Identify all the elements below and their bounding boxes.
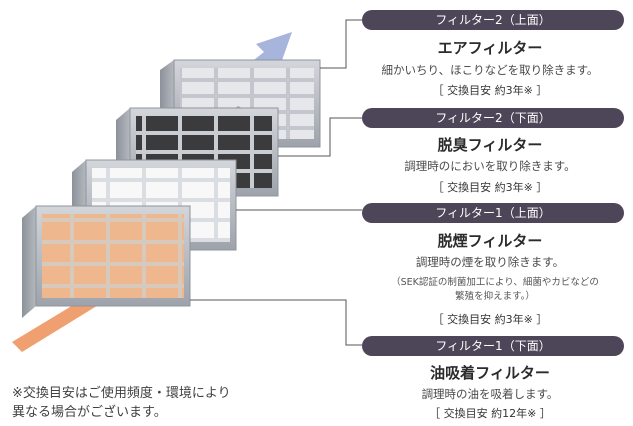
oil-filter-title: 油吸着フィルター — [430, 364, 550, 382]
footnote-line2: 異なる場合がございます。 — [12, 405, 167, 420]
leader-line-deodorizing — [278, 117, 362, 157]
smoke-filter-interval: ［ 交換目安 約3年※ ］ — [432, 313, 548, 326]
filter1-bottom-label: フィルター1（下面） — [362, 336, 624, 356]
filter1-top-label: フィルター1（上面） — [362, 203, 624, 223]
smoke-filter-title: 脱煙フィルター — [437, 232, 543, 250]
leader-line-oil — [190, 299, 362, 346]
smoke-filter-note-line2: 繁殖を抑えます。） — [455, 291, 535, 302]
smoke-filter-note-line1: （SEK認証の制菌加工により、細菌やカビなどの — [391, 277, 599, 288]
air-filter-description: 細かいちり、ほこりなどを取り除きます。 — [381, 63, 599, 77]
filter2-bottom-label: フィルター2（下面） — [362, 108, 624, 128]
deodorizing-filter-description: 調理時のにおいを取り除きます。 — [404, 159, 576, 173]
leader-line-air — [320, 19, 362, 69]
oil-filter-description: 調理時の油を吸着します。 — [421, 387, 559, 401]
oil-filter-interval: ［ 交換目安 約12年※ ］ — [429, 407, 551, 420]
air-filter-interval: ［ 交換目安 約3年※ ］ — [432, 84, 548, 97]
air-filter-title: エアフィルター — [437, 39, 543, 57]
deodorizing-filter-title: 脱臭フィルター — [437, 136, 543, 154]
deodorizing-filter-interval: ［ 交換目安 約3年※ ］ — [432, 181, 548, 194]
footnote-line1: ※交換目安はご使用頻度・環境により — [12, 386, 231, 401]
smoke-filter-description: 調理時の煙を取り除きます。 — [415, 255, 565, 269]
filter2-top-label: フィルター2（上面） — [362, 10, 624, 30]
oil-filter-panel — [22, 205, 191, 318]
